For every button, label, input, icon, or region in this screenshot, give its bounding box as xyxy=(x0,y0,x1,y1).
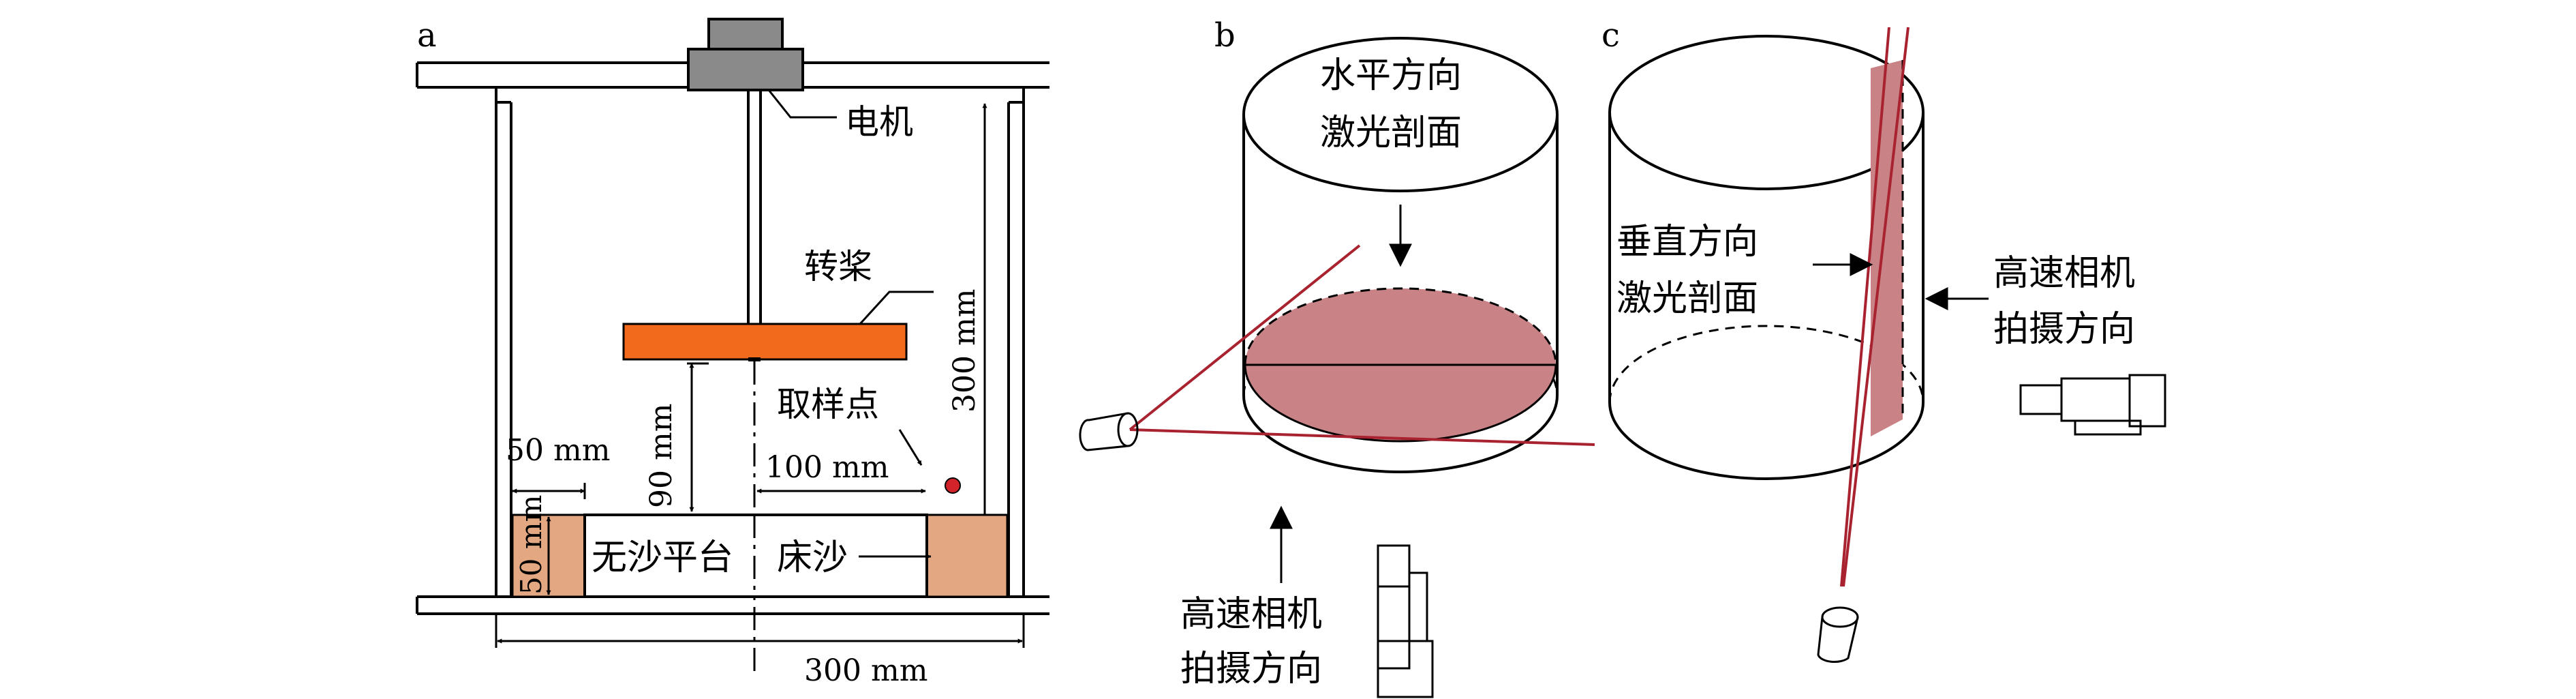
dim-300-vertical-label: 300 mm xyxy=(947,289,982,413)
paddle-leader xyxy=(859,291,934,325)
panel-c: c 垂直方向 激光剖面 高速相机 拍摄方向 xyxy=(1601,16,2166,664)
sample-point-arrow xyxy=(898,429,923,466)
platform-label: 无沙平台 xyxy=(592,537,733,578)
laser-emitter-c-icon xyxy=(1817,606,1859,664)
paddle-label: 转桨 xyxy=(804,247,872,286)
laser-section-horizontal-back xyxy=(1244,287,1557,366)
laser-label-c-line1: 垂直方向 xyxy=(1616,222,1758,263)
laser-line-b-lower xyxy=(1129,428,1595,446)
paddle xyxy=(622,323,908,361)
panel-b-label: b xyxy=(1214,16,1236,55)
laser-line-c-left xyxy=(1840,27,1890,587)
laser-emitter-b-icon xyxy=(1079,412,1139,451)
camera-c-icon xyxy=(2019,374,2166,436)
sand-right xyxy=(925,514,1009,598)
dim-50-top-label: 50 mm xyxy=(506,433,610,468)
panel-c-label: c xyxy=(1601,16,1620,55)
cylinder-b-bottom xyxy=(1242,395,1559,473)
sample-point-label: 取样点 xyxy=(777,385,879,424)
camera-label-c-line2: 拍摄方向 xyxy=(1993,309,2135,350)
camera-label-b-line2: 拍摄方向 xyxy=(1180,649,1322,689)
dim-50-side-label: 50 mm xyxy=(515,495,548,595)
laser-label-c-line2: 激光剖面 xyxy=(1616,278,1758,319)
bed-sand-label: 床沙 xyxy=(777,537,848,578)
laser-section-horizontal xyxy=(1244,363,1557,443)
dim-100-label: 100 mm xyxy=(765,450,889,485)
panel-a: a 电机 转桨 90 mm xyxy=(416,16,1049,688)
laser-line-b-upper xyxy=(1129,244,1361,431)
cylinder-c-bottom xyxy=(1608,402,1925,480)
motor-leader xyxy=(767,89,837,119)
panel-b: b 水平方向 激光剖面 高速相机 拍摄方向 xyxy=(1079,16,1595,698)
camera-label-b-line1: 高速相机 xyxy=(1180,594,1322,635)
laser-label-b-line2: 激光剖面 xyxy=(1320,113,1462,153)
laser-label-b-line1: 水平方向 xyxy=(1320,55,1462,96)
camera-b-icon xyxy=(1377,544,1434,698)
dim-90-label: 90 mm xyxy=(644,404,679,508)
sample-point-dot xyxy=(945,477,961,494)
dim-300-horizontal-label: 300 mm xyxy=(804,653,927,688)
motor-base xyxy=(687,48,804,91)
laser-line-c-right xyxy=(1842,27,1910,587)
camera-label-c-line1: 高速相机 xyxy=(1993,253,2135,294)
panel-a-label: a xyxy=(417,16,437,55)
motor-label: 电机 xyxy=(845,102,913,142)
